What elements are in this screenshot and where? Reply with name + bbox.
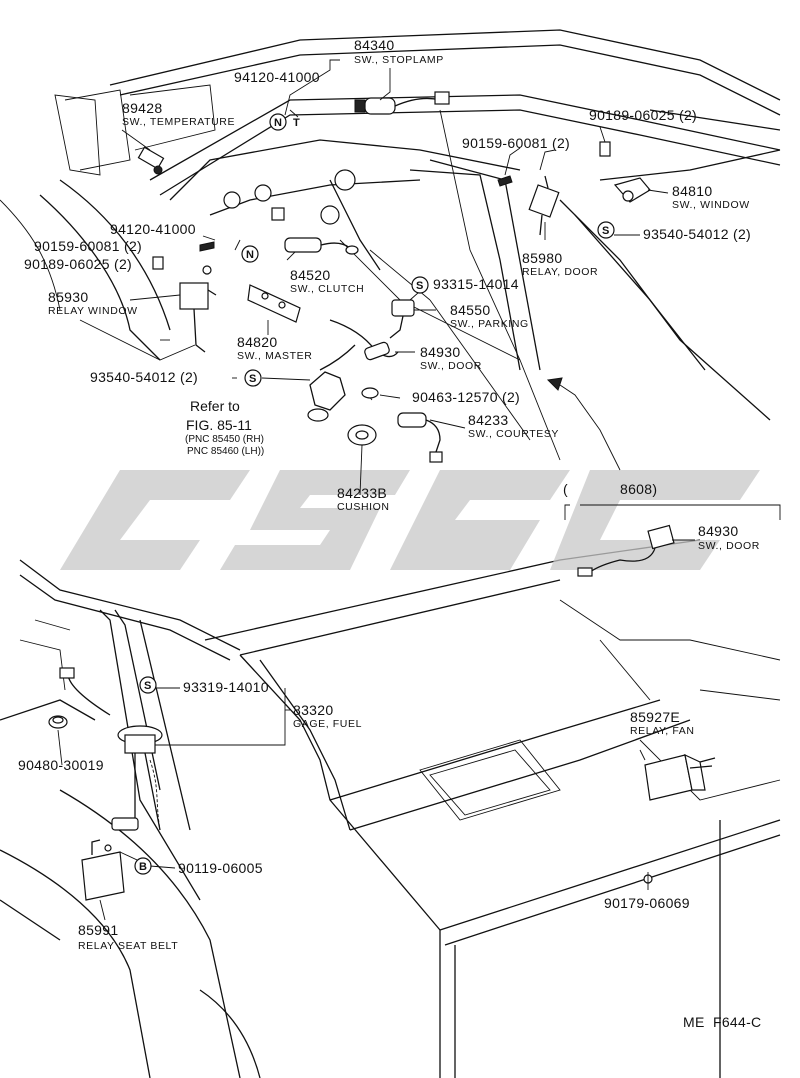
stoplamp-switch-part [354,91,450,115]
label-90159-a: 90159-60081 (2) [462,135,570,151]
label-84820: 84820 [237,334,277,350]
b-marker-90119 [134,857,152,875]
t-marker-label: T [293,117,300,129]
s-marker-window [597,221,615,239]
label-84930-b-name: SW., DOOR [698,540,760,552]
callout-labels: 84340 SW., STOPLAMP 94120-41000 89428 SW… [18,37,761,1030]
label-94120-b: 94120-41000 [110,221,196,237]
label-93319: 93319-14010 [183,679,269,695]
label-84520: 84520 [290,267,330,283]
label-84340-name: SW., STOPLAMP [354,54,444,66]
n-marker-bottom-label: N [246,249,254,261]
label-paren-open: ( [563,481,568,497]
s-marker-93315-label: S [416,280,423,292]
fig-ref-line1: Refer to [190,398,240,414]
relay-window-part [179,282,217,353]
label-84810: 84810 [672,183,712,199]
s-marker-93315 [411,276,429,294]
label-90189-a: 90189-06025 (2) [589,107,697,123]
n-marker-bottom [241,245,259,263]
label-90159-b: 90159-60081 (2) [34,238,142,254]
label-94120-a: 94120-41000 [234,69,320,85]
label-84550-name: SW., PARKING [450,318,529,330]
label-85980-name: RELAY, DOOR [522,266,598,278]
dash-knob-parts [223,169,356,225]
label-90119: 90119-06005 [178,860,263,876]
label-89428-name: SW., TEMPERATURE [122,116,235,128]
label-85991: 85991 [78,922,118,938]
label-84340: 84340 [354,37,394,53]
relay-door-part [528,175,560,236]
relay-seat-belt-part [81,839,125,901]
upper-body-outline [0,29,781,461]
label-84930-a: 84930 [420,344,460,360]
label-8608: 8608) [620,481,657,497]
label-84233-name: SW., COURTESY [468,428,559,440]
label-84233b-name: CUSHION [337,501,390,513]
label-84233: 84233 [468,412,508,428]
s-marker-93319 [139,676,157,694]
label-84550: 84550 [450,302,490,318]
fig-ref-line3: (PNC 85450 (RH) [185,434,264,445]
n-marker-top-label: N [274,117,282,129]
label-83320-name: GAGE, FUEL [293,718,362,730]
watermark [60,470,760,570]
label-90480: 90480-30019 [18,757,104,773]
door-switch-detail-part [577,524,675,577]
leader-lines [57,59,781,921]
parking-switch-part [389,299,415,339]
fuel-gage-part [59,667,163,831]
door-switch-part [307,319,399,422]
lower-body-outline [0,539,781,1078]
label-85991-name: RELAY SEAT BELT [78,940,178,952]
label-83320: 83320 [293,702,333,718]
courtesy-switch-part [397,412,443,463]
label-93315: 93315-14014 [433,276,519,292]
bolt-parts [152,141,611,275]
symbol-markers: N T N S S S S B [134,113,615,875]
label-90463: 90463-12570 (2) [412,389,520,405]
s-marker-window-label: S [602,225,609,237]
label-93540-a: 93540-54012 (2) [643,226,751,242]
b-marker-90119-label: B [139,861,147,873]
label-84520-name: SW., CLUTCH [290,283,364,295]
grommet-part [48,715,68,729]
master-switch-part [247,284,301,323]
cushion-part [347,387,379,446]
label-93540-b: 93540-54012 (2) [90,369,198,385]
label-84930-b: 84930 [698,523,738,539]
s-marker-93540-label: S [249,373,256,385]
label-84810-name: SW., WINDOW [672,199,750,211]
relay-fan-part [643,753,716,884]
label-85930-name: RELAY WINDOW [48,305,138,317]
label-84820-name: SW., MASTER [237,350,312,362]
clutch-switch-part [284,237,359,255]
fig-ref-line4: PNC 85460 (LH)) [187,446,264,457]
label-84930-a-name: SW., DOOR [420,360,482,372]
n-marker-top [269,113,287,131]
label-85927e-name: RELAY, FAN [630,725,695,737]
label-89428: 89428 [122,100,162,116]
s-marker-93540 [244,369,262,387]
s-marker-93319-label: S [144,680,151,692]
fig-ref-line2: FIG. 85-11 [186,417,252,433]
label-84233b: 84233B [337,485,387,501]
label-90179: 90179-06069 [604,895,690,911]
diagram-code: ME F644-C [683,1014,761,1030]
window-switch-part [613,177,651,203]
label-85927e: 85927E [630,709,680,725]
label-90189-b: 90189-06025 (2) [24,256,132,272]
label-85980: 85980 [522,250,562,266]
temperature-switch-part [137,146,165,175]
label-85930: 85930 [48,289,88,305]
